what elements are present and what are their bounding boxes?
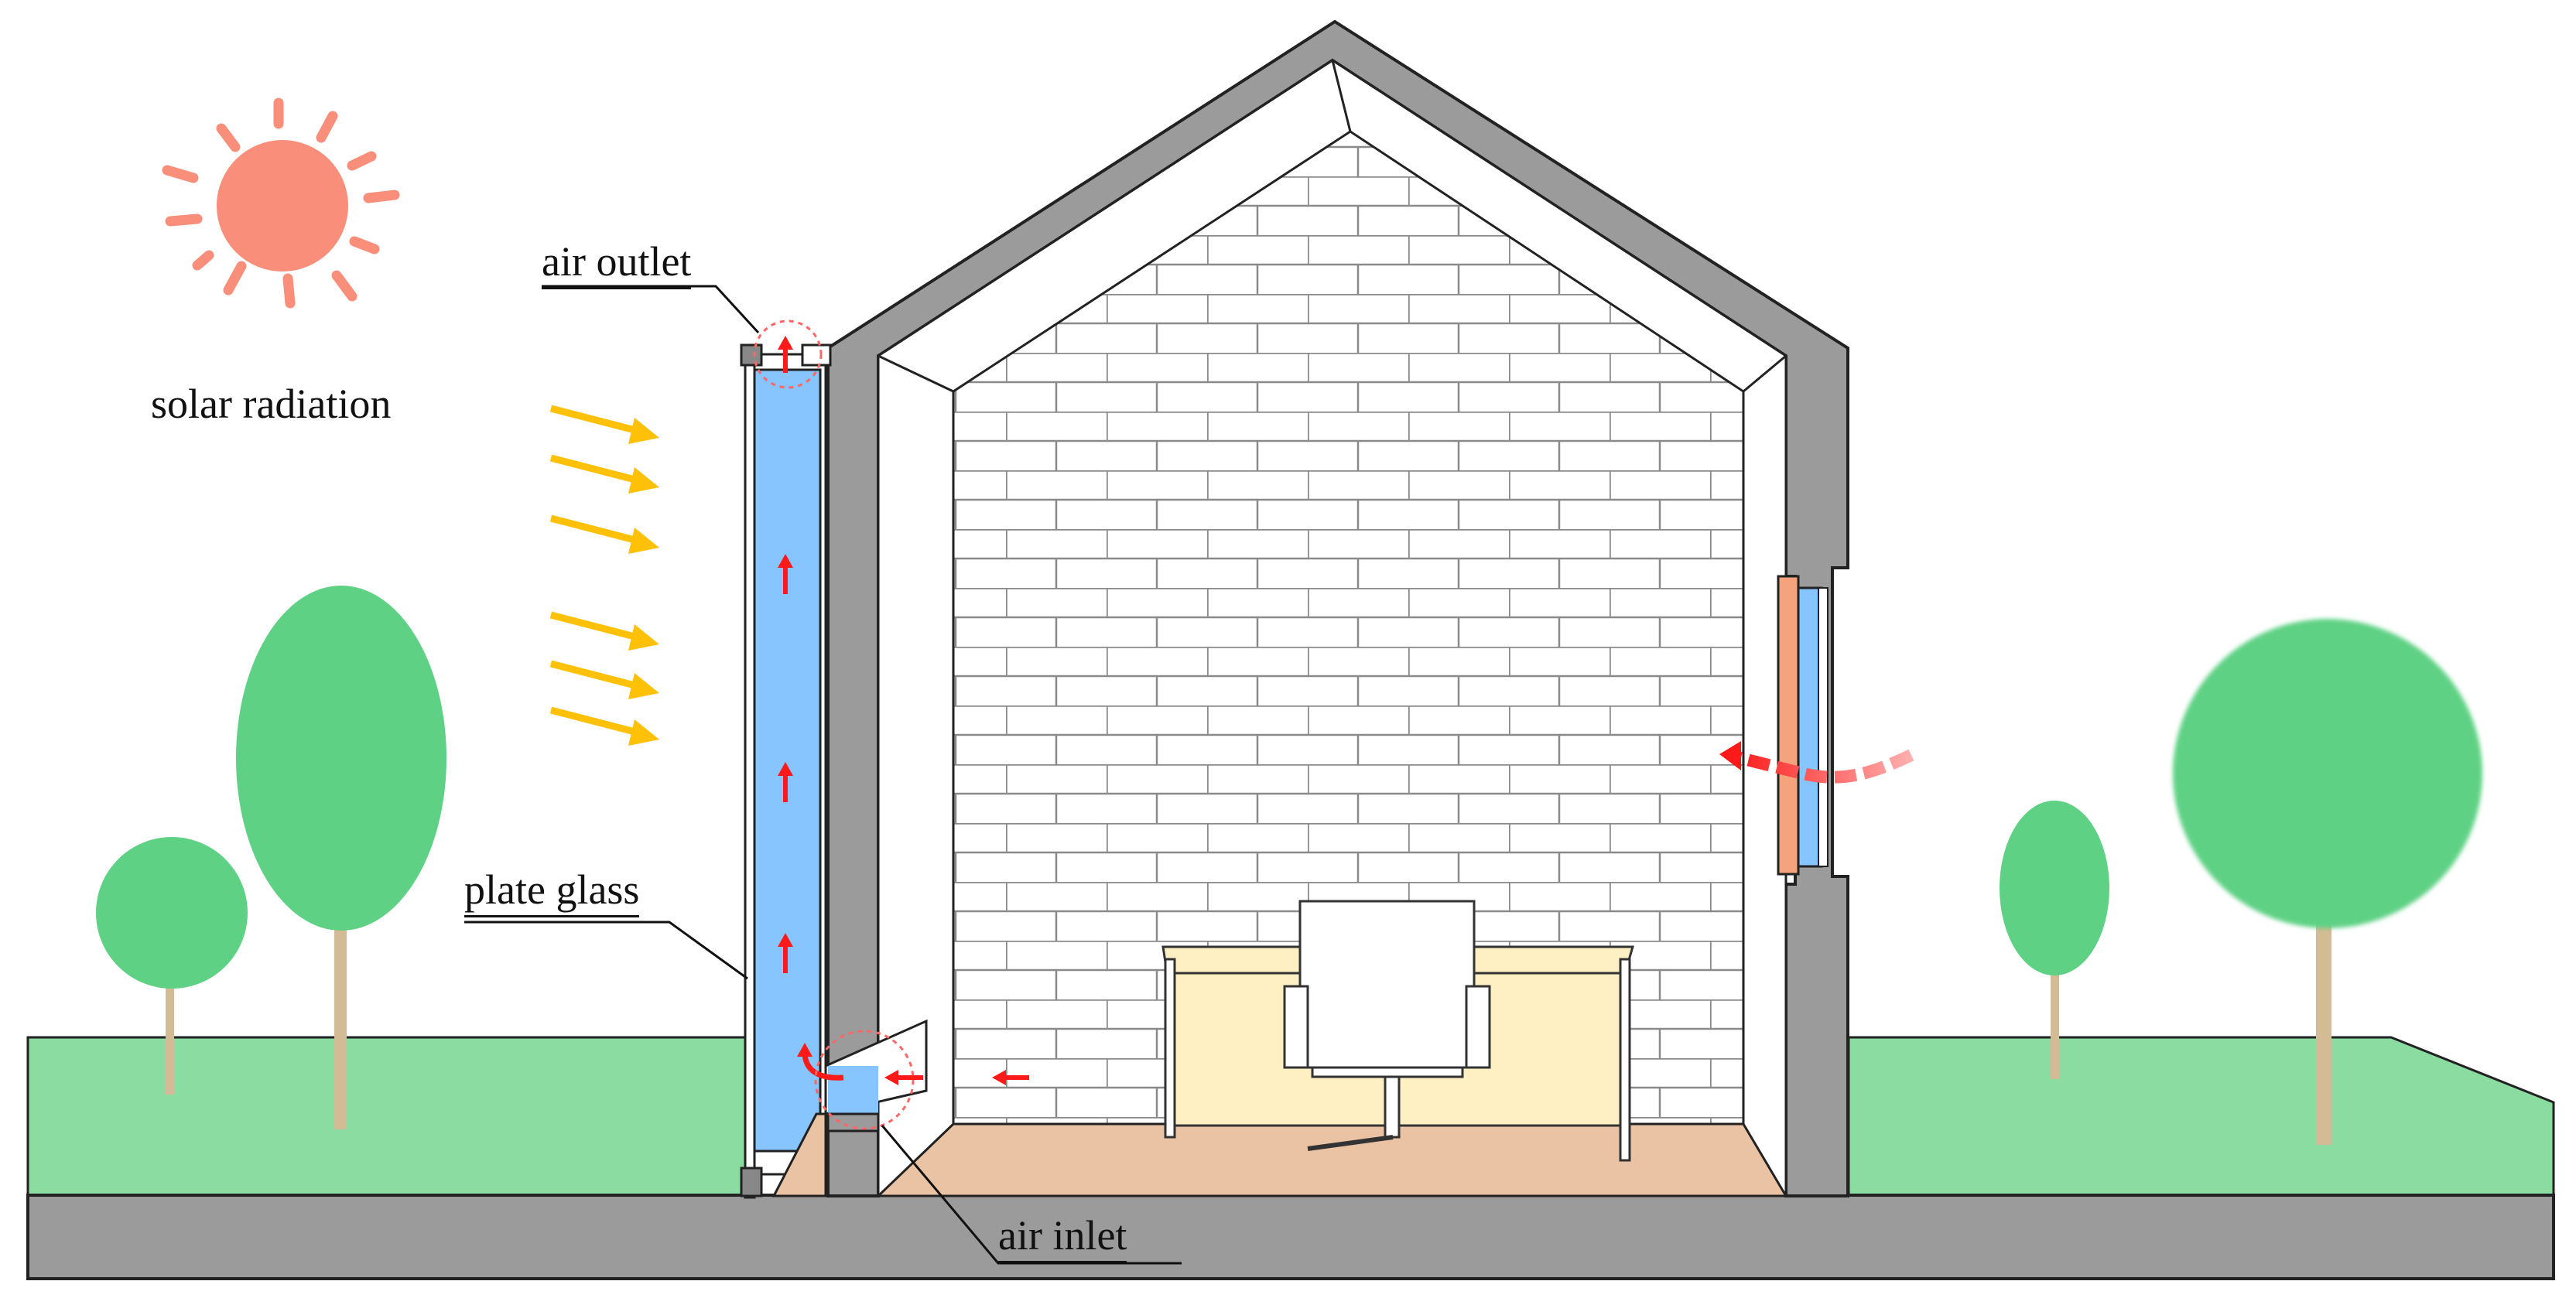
solar-radiation-label: solar radiation bbox=[151, 381, 392, 427]
tree-icon bbox=[2000, 801, 2109, 1079]
air-inlet-label: air inlet bbox=[998, 1214, 1127, 1263]
inlet-highlight bbox=[814, 1030, 915, 1130]
plate-glass bbox=[744, 353, 756, 1199]
arrow-up-icon bbox=[778, 762, 793, 802]
brick-wall bbox=[952, 130, 1745, 1126]
arrow-right-icon bbox=[549, 454, 659, 494]
solar-rays bbox=[549, 405, 659, 746]
plate-glass-leader bbox=[464, 921, 748, 980]
ground-slab bbox=[26, 1194, 2555, 1280]
arrow-up-icon bbox=[778, 336, 793, 373]
arrow-right-icon bbox=[549, 514, 659, 554]
chair-icon bbox=[1283, 900, 1491, 1151]
arrow-left-icon bbox=[884, 1070, 923, 1085]
right-window bbox=[1777, 575, 1829, 876]
arrow-up-icon bbox=[778, 554, 793, 594]
outlet-highlight bbox=[753, 319, 823, 389]
arrow-right-icon bbox=[549, 706, 659, 746]
arrow-left-icon bbox=[992, 1070, 1029, 1085]
sun-icon bbox=[162, 97, 400, 309]
arrow-right-icon bbox=[549, 611, 659, 651]
lawn-left bbox=[26, 1036, 748, 1197]
air-outlet-leader bbox=[542, 285, 760, 334]
heat-flow-arrow bbox=[1719, 741, 1914, 784]
floor bbox=[875, 1122, 1788, 1197]
arrow-right-icon bbox=[549, 405, 659, 444]
lawn-right bbox=[1847, 1036, 2555, 1197]
arrow-right-icon bbox=[549, 660, 659, 699]
tree-icon bbox=[96, 837, 248, 1095]
arrow-up-icon bbox=[778, 933, 793, 973]
air-inlet-duct bbox=[824, 1019, 928, 1132]
tree-icon bbox=[236, 586, 446, 1129]
air-outlet-label: air outlet bbox=[542, 241, 692, 289]
air-inlet-leader bbox=[881, 1125, 1182, 1265]
plate-glass-label: plate glass bbox=[464, 869, 640, 917]
tree-icon bbox=[2173, 619, 2482, 1145]
